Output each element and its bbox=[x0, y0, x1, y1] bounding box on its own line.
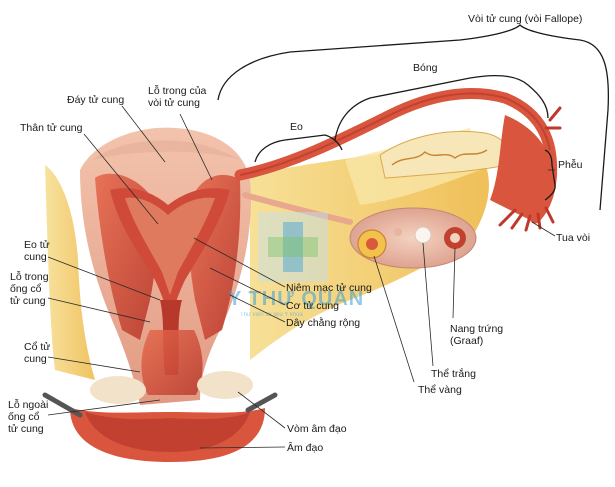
label-internal-os: Lỗ trong ống cổ tử cung bbox=[10, 270, 51, 307]
label-fundus: Đáy tử cung bbox=[67, 94, 124, 106]
label-fimbriae: Tua vòi bbox=[556, 232, 590, 244]
label-uterine-body: Thân tử cung bbox=[20, 122, 83, 134]
label-vaginal-fornix: Vòm âm đạo bbox=[287, 423, 347, 435]
watermark-name: Y THƯ QUÁN bbox=[228, 287, 364, 310]
label-endometrium: Niêm mạc tử cung bbox=[286, 282, 372, 294]
label-broad-ligament: Dây chằng rộng bbox=[286, 316, 360, 329]
bracket-infundibulum bbox=[544, 149, 556, 201]
label-uterine-isthmus-line1: Eo tử bbox=[24, 239, 50, 251]
uterus-illustration bbox=[42, 88, 562, 462]
label-cervix: Cổ tử cung bbox=[24, 341, 53, 365]
label-internal-os-line1: Lỗ trong bbox=[10, 270, 49, 283]
bracket-isthmus bbox=[254, 134, 343, 163]
label-external-os: Lỗ ngoài ống cổ tử cung bbox=[8, 398, 51, 435]
label-graafian-follicle-line2: (Graaf) bbox=[450, 335, 483, 347]
label-corpus-albicans: Thể trắng bbox=[431, 367, 476, 380]
bracket-fallopian-tube bbox=[217, 24, 610, 211]
label-corpus-luteum: Thể vàng bbox=[418, 384, 462, 396]
label-external-os-line2: ống cổ bbox=[8, 411, 40, 423]
label-myometrium: Cơ tử cung bbox=[286, 300, 339, 312]
label-graafian-follicle-line1: Nang trứng bbox=[450, 323, 503, 335]
label-cervix-line2: cung bbox=[24, 353, 47, 365]
label-ampulla: Bóng bbox=[413, 62, 438, 74]
label-cervix-line1: Cổ tử bbox=[24, 341, 50, 353]
label-uterine-isthmus: Eo tử cung bbox=[24, 239, 53, 263]
label-internal-os-line2: ống cổ bbox=[10, 283, 42, 295]
label-internal-ostium: Lỗ trong của vòi tử cung bbox=[148, 84, 209, 109]
label-uterine-isthmus-line2: cung bbox=[24, 251, 47, 263]
label-infundibulum: Phễu bbox=[558, 158, 583, 171]
label-internal-ostium-line2: vòi tử cung bbox=[148, 97, 200, 109]
bracket-ampulla bbox=[334, 74, 549, 141]
watermark: Y THƯ QUÁN Thư viện tài liệu Y khoa bbox=[228, 212, 364, 318]
label-graafian-follicle: Nang trứng (Graaf) bbox=[450, 323, 506, 347]
leader-lines bbox=[47, 105, 556, 449]
label-vagina: Âm đạo bbox=[287, 441, 323, 454]
label-fallopian-tube: Vòi tử cung (vòi Fallope) bbox=[468, 13, 582, 25]
label-isthmus-tube: Eo bbox=[290, 121, 303, 133]
label-external-os-line3: tử cung bbox=[8, 423, 44, 435]
watermark-tagline: Thư viện tài liệu Y khoa bbox=[240, 312, 303, 318]
label-external-os-line1: Lỗ ngoài bbox=[8, 398, 48, 411]
label-internal-ostium-line1: Lỗ trong của bbox=[148, 84, 207, 97]
label-internal-os-line3: tử cung bbox=[10, 295, 46, 307]
